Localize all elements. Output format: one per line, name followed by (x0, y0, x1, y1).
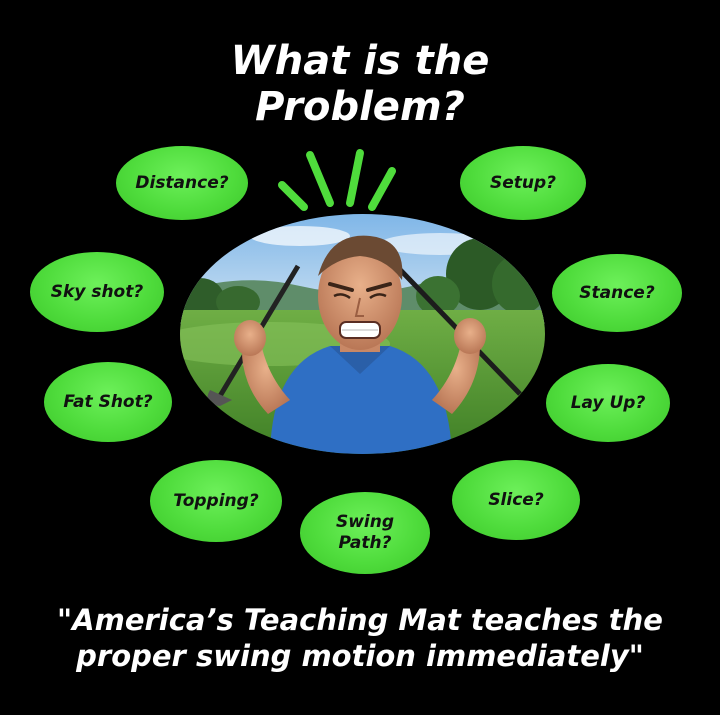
surprise-burst-icon (278, 149, 396, 211)
title-line-1: What is the (230, 38, 490, 84)
bubble-swing-path-text: Swing Path? (336, 512, 394, 554)
bubble-sky-shot-label: Sky shot? (50, 281, 144, 302)
bubble-swing-path: Swing Path? (300, 492, 430, 574)
bubble-topping-label: Topping? (173, 490, 259, 511)
bubble-fat-shot: Fat Shot? (44, 362, 172, 442)
title-line-2: Problem? (255, 84, 465, 130)
bubble-swing-path-line-1: Swing (335, 512, 395, 532)
bubble-slice-label: Slice? (488, 489, 544, 510)
quote-line-2: proper swing motion immediately" (76, 639, 644, 673)
bubble-lay-up-label: Lay Up? (570, 392, 646, 413)
page-title: What is the Problem? (0, 38, 720, 130)
bubble-topping: Topping? (150, 460, 282, 542)
quote-line-1: "America’s Teaching Mat teaches the (57, 603, 663, 637)
bubble-slice: Slice? (452, 460, 580, 540)
bubble-stance: Stance? (552, 254, 682, 332)
bubble-stance-label: Stance? (579, 282, 655, 303)
bubble-fat-shot-label: Fat Shot? (63, 391, 153, 412)
tagline-quote: "America’s Teaching Mat teaches the prop… (0, 602, 720, 674)
bubble-setup: Setup? (460, 146, 586, 220)
frustrated-golfer-photo (180, 214, 545, 454)
bubble-lay-up: Lay Up? (546, 364, 670, 442)
bubble-sky-shot: Sky shot? (30, 252, 164, 332)
bubble-distance: Distance? (116, 146, 248, 220)
golfer-illustration (180, 214, 545, 454)
bubble-swing-path-line-2: Path? (338, 533, 392, 553)
bubble-distance-label: Distance? (135, 172, 229, 193)
bubble-setup-label: Setup? (489, 172, 557, 193)
